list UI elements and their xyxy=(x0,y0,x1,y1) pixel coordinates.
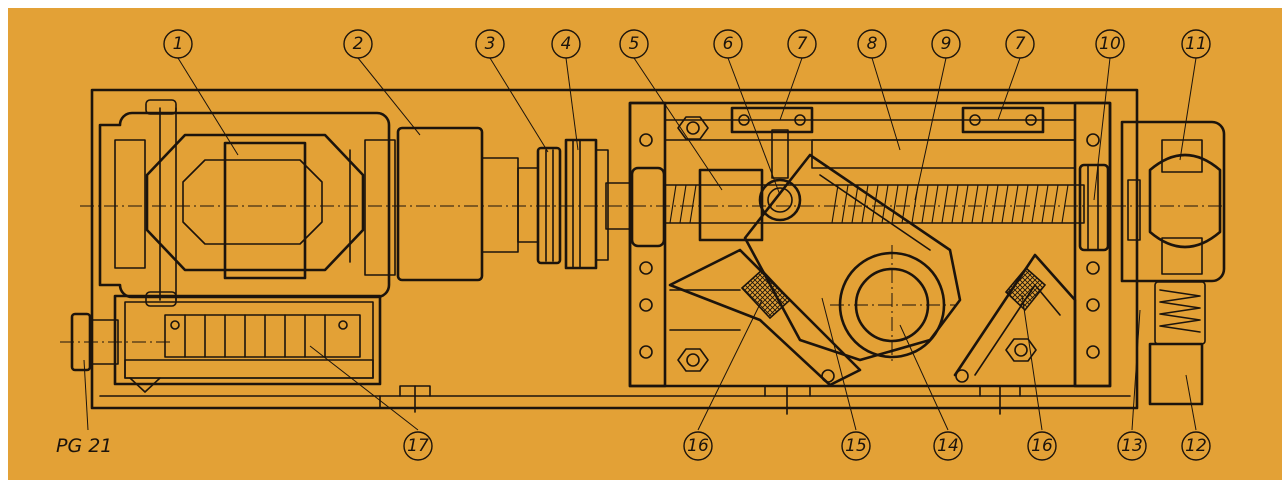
callout-4: 4 xyxy=(551,29,581,59)
callout-5: 5 xyxy=(619,29,649,59)
callout-7a: 7 xyxy=(787,29,817,59)
cable-gland xyxy=(60,312,170,372)
callout-1-label: 1 xyxy=(173,34,184,54)
callout-6: 6 xyxy=(713,29,743,59)
callout-9-label: 9 xyxy=(941,34,952,54)
callout-13: 13 xyxy=(1117,431,1147,461)
coupling xyxy=(536,138,631,270)
callout-17: 17 xyxy=(403,431,433,461)
callout-1: 1 xyxy=(163,29,193,59)
gearbox xyxy=(396,126,539,282)
callout-8-label: 8 xyxy=(867,34,878,54)
callout-6-label: 6 xyxy=(723,34,734,54)
callout-15: 15 xyxy=(841,431,871,461)
callout-16a-label: 16 xyxy=(687,436,709,456)
callout-12-label: 12 xyxy=(1185,436,1207,456)
spindle-frame xyxy=(628,101,1112,388)
callout-9: 9 xyxy=(931,29,961,59)
callout-11: 11 xyxy=(1181,29,1211,59)
callout-14: 14 xyxy=(933,431,963,461)
callout-3: 3 xyxy=(475,29,505,59)
callout-16b: 16 xyxy=(1027,431,1057,461)
callout-2-label: 2 xyxy=(353,34,364,54)
callout-7b: 7 xyxy=(1005,29,1035,59)
brake-pads xyxy=(740,266,1047,320)
terminal-block xyxy=(113,294,382,393)
callout-12: 12 xyxy=(1181,431,1211,461)
callout-7b-label: 7 xyxy=(1015,34,1026,54)
callout-2: 2 xyxy=(343,29,373,59)
callout-3-label: 3 xyxy=(485,34,496,54)
leader-lines xyxy=(83,57,1197,431)
callout-10-label: 10 xyxy=(1099,34,1121,54)
callout-10: 10 xyxy=(1095,29,1125,59)
callout-11-label: 11 xyxy=(1185,34,1207,54)
lead-screw xyxy=(630,129,1110,252)
callout-5-label: 5 xyxy=(629,34,640,54)
cable-gland-label: PG 21 xyxy=(56,435,112,457)
callout-4-label: 4 xyxy=(561,34,572,54)
housing xyxy=(90,88,1139,415)
callout-16b-label: 16 xyxy=(1031,436,1053,456)
callout-7a-label: 7 xyxy=(797,34,808,54)
callout-8: 8 xyxy=(857,29,887,59)
callout-15-label: 15 xyxy=(845,436,867,456)
callout-14-label: 14 xyxy=(937,436,959,456)
motor xyxy=(98,99,396,307)
callout-13-label: 13 xyxy=(1121,436,1143,456)
limit-switch xyxy=(1120,120,1226,406)
callout-17-label: 17 xyxy=(407,436,429,456)
callout-16a: 16 xyxy=(683,431,713,461)
